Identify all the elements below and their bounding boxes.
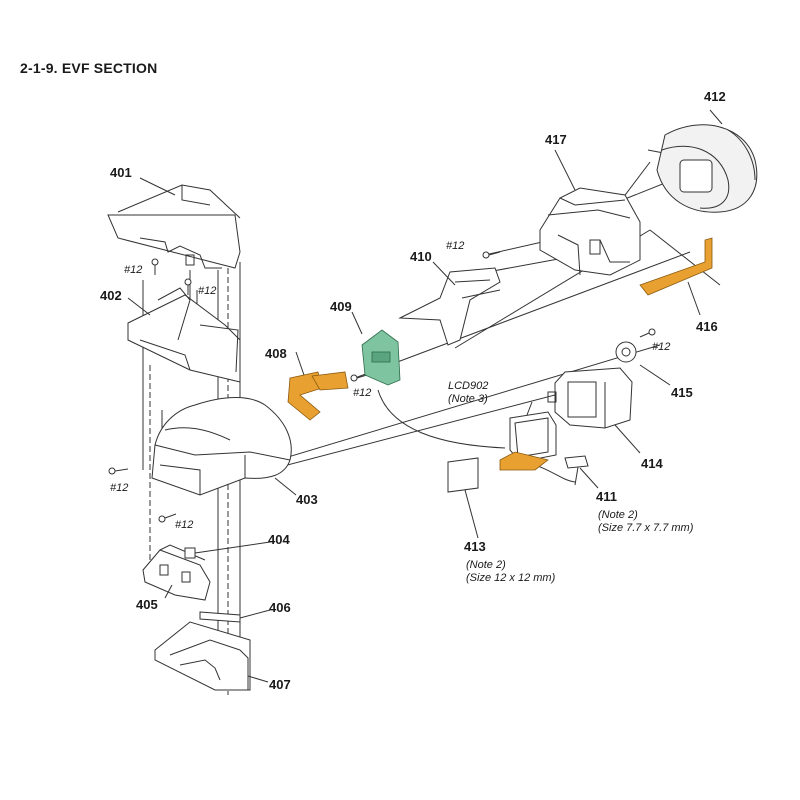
note-411-size: (Size 7.7 x 7.7 mm) [598, 522, 694, 534]
part-404 [184, 547, 196, 559]
guide-line [649, 229, 721, 286]
flex-cable-416 [639, 237, 713, 296]
guide-line [574, 466, 579, 486]
leader-line [351, 311, 363, 335]
part-label-406: 406 [269, 600, 291, 615]
screw [639, 328, 656, 338]
lcd-902 [509, 411, 557, 463]
part-label-405: 405 [136, 597, 158, 612]
flex-route [377, 389, 506, 449]
eyecup-412 [656, 124, 758, 213]
screw [151, 258, 159, 275]
note-411-text: (Note 2) [598, 509, 638, 521]
housing-403 [151, 397, 292, 496]
screw-label: #12 [353, 387, 372, 399]
leader-line [554, 149, 576, 191]
bracket-402 [127, 287, 241, 383]
guide-line [354, 251, 691, 379]
lens-unit-414 [547, 367, 633, 429]
leader-line [709, 109, 723, 125]
sheet-413 [447, 457, 479, 493]
flex-cable-408-tab [311, 371, 349, 391]
leader-line [247, 675, 269, 683]
flex-cable-408 [287, 371, 323, 421]
part-label-415: 415 [671, 385, 693, 400]
part-label-416: 416 [696, 319, 718, 334]
part-label-413: 413 [464, 539, 486, 554]
guide-line [244, 344, 661, 471]
leader-line [432, 261, 456, 286]
leader-line [274, 477, 297, 496]
gear-415 [615, 341, 637, 363]
leader-line [239, 609, 271, 619]
board-409-connector [371, 351, 391, 363]
part-label-411: 411 [596, 489, 617, 504]
part-label-407: 407 [269, 677, 291, 692]
part-label-414: 414 [641, 456, 663, 471]
frame-417 [539, 187, 641, 276]
lcd-name: LCD902 [448, 380, 489, 392]
part-label-403: 403 [296, 492, 318, 507]
leader-line [295, 351, 306, 379]
leader-line [194, 541, 271, 554]
part-label-408: 408 [265, 346, 287, 361]
screw-label: #12 [652, 341, 671, 353]
leader-line [614, 424, 641, 454]
screw-label: #12 [110, 482, 129, 494]
part-label-412: 412 [704, 89, 726, 104]
screw [482, 251, 501, 259]
note-413: (Note 2) (Size 12 x 12 mm) [466, 559, 555, 585]
flex-cable-lcd [499, 451, 549, 471]
screw [158, 513, 177, 523]
part-label-409: 409 [330, 299, 352, 314]
base-plate-407 [154, 621, 251, 691]
leader-line [139, 177, 176, 196]
bracket-405 [142, 544, 211, 601]
leader-line [687, 281, 701, 316]
screw-label: #12 [175, 519, 194, 531]
screw-label: #12 [446, 240, 465, 252]
section-title: 2-1-9. EVF SECTION [20, 60, 158, 76]
leader-line [639, 364, 671, 386]
screw [108, 467, 129, 475]
lcd-note-text: (Note 3) [448, 393, 488, 405]
screw-label: #12 [124, 264, 143, 276]
note-413-size: (Size 12 x 12 mm) [466, 572, 556, 584]
lcd-note: LCD902 (Note 3) [448, 380, 488, 406]
sheet-411 [564, 455, 589, 469]
bracket-410 [398, 267, 501, 346]
note-411: (Note 2) (Size 7.7 x 7.7 mm) [598, 509, 693, 535]
screw [184, 278, 192, 295]
leader-line [164, 584, 173, 599]
part-label-401: 401 [110, 165, 132, 180]
note-413-text: (Note 2) [466, 559, 506, 571]
leader-line [526, 401, 533, 416]
bracket-401 [107, 184, 241, 269]
part-label-402: 402 [100, 288, 122, 303]
leader-line [464, 489, 479, 539]
sheet-406 [199, 611, 241, 623]
part-label-417: 417 [545, 132, 567, 147]
leader-line [579, 467, 599, 489]
leader-line [127, 297, 151, 316]
part-label-404: 404 [268, 532, 290, 547]
screw-label: #12 [198, 285, 217, 297]
part-label-410: 410 [410, 249, 432, 264]
